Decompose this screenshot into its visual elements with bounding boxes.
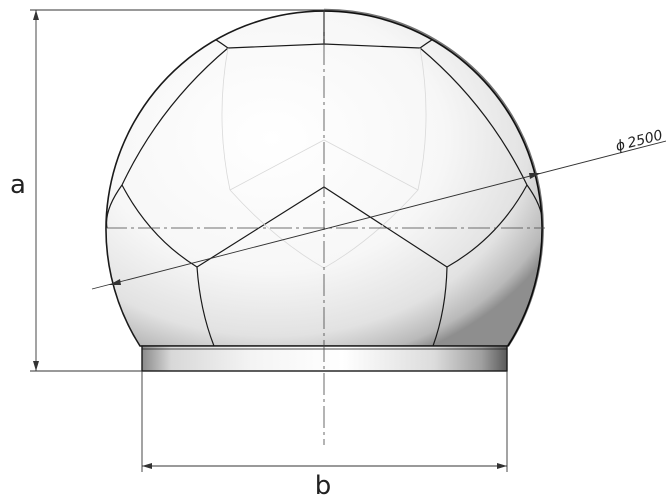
dimension-a bbox=[30, 9, 324, 372]
center-lines bbox=[105, 10, 545, 445]
diameter-value: 2500 bbox=[626, 127, 665, 151]
diameter-leader bbox=[91, 140, 666, 290]
dimension-a-label: a bbox=[10, 170, 26, 200]
dimension-b bbox=[141, 371, 508, 472]
dimension-b-label: b bbox=[315, 471, 332, 498]
base-ring bbox=[141, 345, 508, 372]
diameter-label: ϕ2500 bbox=[614, 127, 664, 155]
diameter-symbol: ϕ bbox=[614, 137, 627, 155]
svg-text:ϕ2500: ϕ2500 bbox=[614, 127, 664, 155]
